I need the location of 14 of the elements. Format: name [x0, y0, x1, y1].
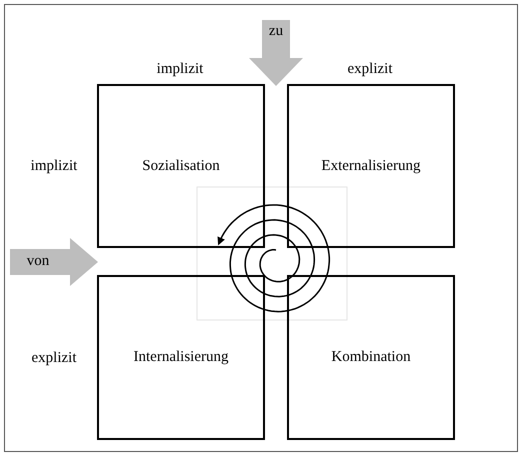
quadrant-label: Sozialisation: [142, 156, 220, 176]
axis-label: von: [26, 252, 50, 271]
quadrant-label: Externalisierung: [321, 156, 421, 176]
axis-label: zu: [268, 22, 284, 41]
axis-label: explizit: [32, 349, 76, 368]
quadrant-box: [97, 84, 265, 248]
quadrant-label: Kombination: [331, 348, 411, 368]
quadrant-label: Internalisierung: [134, 348, 228, 368]
axis-label: implizit: [156, 60, 204, 79]
axis-label: implizit: [30, 157, 78, 176]
quadrant-box: [287, 84, 455, 248]
quadrant-box: [287, 275, 455, 440]
quadrant-box: [97, 275, 265, 440]
axis-label: explizit: [348, 60, 392, 79]
